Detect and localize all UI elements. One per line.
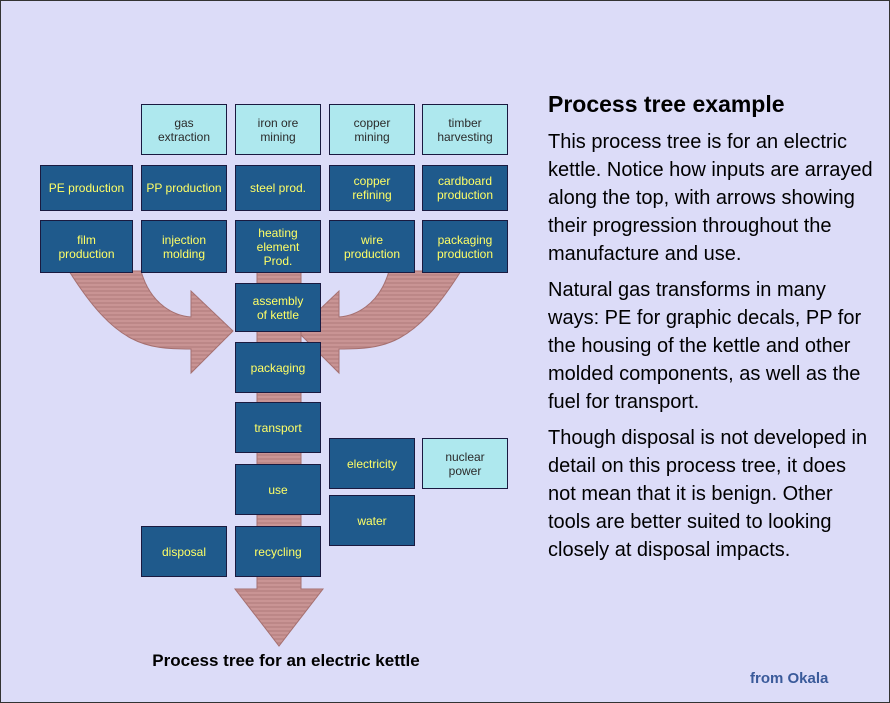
input-copper-mining: copper mining (329, 104, 415, 155)
process-packaging-production: packaging production (422, 220, 508, 273)
left-curved-arrow (68, 270, 234, 375)
diagram-caption: Process tree for an electric kettle (152, 651, 420, 670)
process-use: use (235, 464, 321, 515)
panel-heading: Process tree example (548, 91, 785, 117)
process-transport: transport (235, 402, 321, 453)
process-assembly-of-kettle: assembly of kettle (235, 283, 321, 332)
source-credit: from Okala (750, 670, 829, 687)
process-packaging: packaging (235, 342, 321, 393)
process-wire-production: wire production (329, 220, 415, 273)
text-panel: Process tree example This process tree i… (548, 91, 878, 572)
input-gas-extraction: gas extraction (141, 104, 227, 155)
paragraph-intro: This process tree is for an electric ket… (548, 131, 873, 265)
process-copper-refining: copper refining (329, 165, 415, 211)
input-nuclear-power: nuclear power (422, 438, 508, 489)
process-steel-prod: steel prod. (235, 165, 321, 211)
process-pe-production: PE production (40, 165, 133, 211)
process-injection-molding: injection molding (141, 220, 227, 273)
input-timber-harvesting: timber harvesting (422, 104, 508, 155)
process-water: water (329, 495, 415, 546)
input-iron-ore-mining: iron ore mining (235, 104, 321, 155)
right-curved-arrow (296, 270, 462, 375)
process-cardboard-production: cardboard production (422, 165, 508, 211)
paragraph-disposal: Though disposal is not developed in deta… (548, 427, 868, 561)
process-electricity: electricity (329, 438, 415, 489)
process-film-production: film production (40, 220, 133, 273)
process-disposal: disposal (141, 526, 227, 577)
process-recycling: recycling (235, 526, 321, 577)
paragraph-natural-gas: Natural gas transforms in many ways: PE … (548, 279, 862, 413)
process-pp-production: PP production (141, 165, 227, 211)
process-heating-element: heating element Prod. (235, 220, 321, 273)
